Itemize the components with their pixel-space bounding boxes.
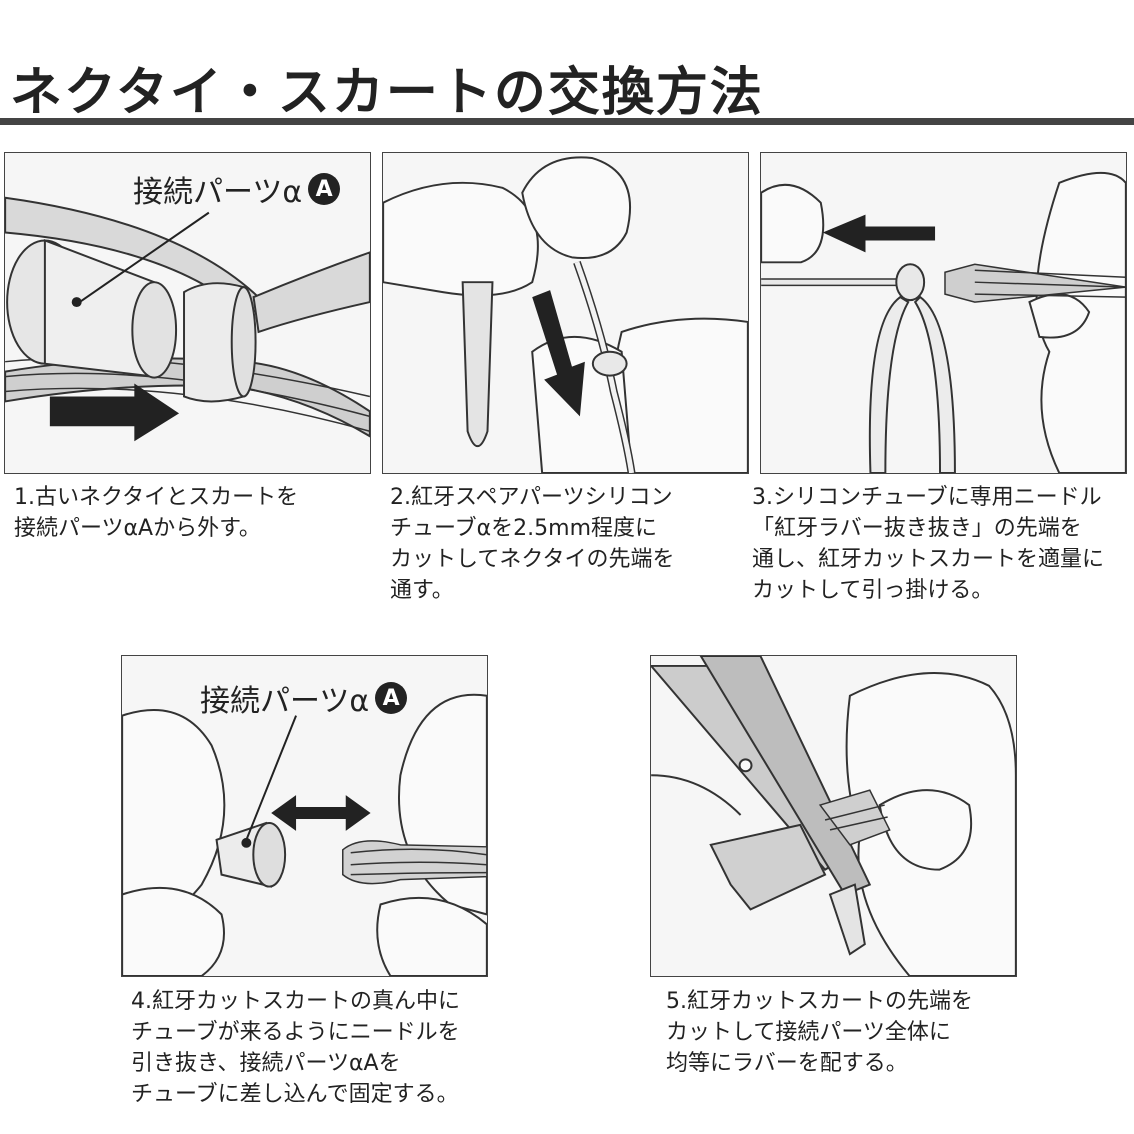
- step-2-caption: 2.紅牙スペアパーツシリコン チューブαを2.5mm程度に カットしてネクタイの…: [390, 485, 675, 603]
- step-3-drawing: [761, 153, 1126, 473]
- step-4-caption: 4.紅牙カットスカートの真ん中に チューブが来るようにニードルを 引き抜き、接続…: [131, 989, 460, 1107]
- step-2-illustration: [382, 152, 749, 474]
- title-underline: [0, 118, 1134, 125]
- step-3-caption: 3.シリコンチューブに専用ニードル 「紅牙ラバー抜き抜き」の先端を 通し、紅牙カ…: [752, 485, 1105, 603]
- step-5-drawing: [651, 656, 1016, 976]
- step-5-caption: 5.紅牙カットスカートの先端を カットして接続パーツ全体に 均等にラバーを配する…: [666, 989, 973, 1076]
- badge-a-icon: A: [308, 173, 341, 205]
- step-1-caption: 1.古いネクタイとスカートを 接続パーツαAから外す。: [14, 485, 299, 541]
- step-5-illustration: [650, 655, 1017, 977]
- step-4-drawing: [122, 656, 487, 976]
- step-2-drawing: [383, 153, 748, 473]
- connector-part-label: 接続パーツα A: [133, 167, 341, 211]
- page-title: ネクタイ・スカートの交換方法: [10, 63, 764, 123]
- step-1-illustration: 接続パーツα A: [4, 152, 371, 474]
- step-1-drawing: [5, 153, 370, 473]
- connector-part-label-2: 接続パーツα A: [200, 676, 408, 720]
- connector-part-label-2-text: 接続パーツα: [200, 684, 370, 719]
- step-3-illustration: [760, 152, 1127, 474]
- badge-a-icon-2: A: [375, 682, 408, 714]
- step-4-illustration: 接続パーツα A: [121, 655, 488, 977]
- connector-part-label-text: 接続パーツα: [133, 175, 303, 210]
